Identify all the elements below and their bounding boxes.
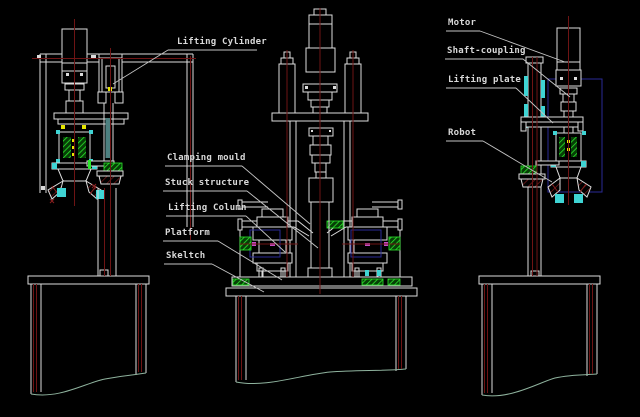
callout-lifting-plate: Lifting plate [448,75,522,85]
gripper-left [47,168,105,204]
lifting-plate-part [520,116,584,135]
bench-left [27,275,150,396]
left-side-view [27,19,196,396]
callout-leaders [112,30,571,293]
leader-lifting-column [166,215,286,253]
robot-gripper-right [547,166,592,203]
leader-skeltch [164,263,265,293]
callout-stuck-structure: Stuck structure [165,178,250,188]
callout-motor: Motor [448,18,477,28]
bearing-unit-left [237,199,293,278]
spindle-shaft [308,127,334,179]
frame-columns [239,121,401,277]
lifting-cylinder-part [86,53,124,169]
leader-clamping-mould [165,165,311,225]
callout-platform: Platform [165,228,210,238]
front-view [225,8,418,385]
bench-middle [225,287,418,385]
leader-shaft-coupling [445,58,571,98]
platform-part [231,276,413,287]
leader-lifting-plate [446,87,554,124]
leader-stuck-structure [163,190,319,249]
centerlines-middle [238,8,402,380]
bench-right [478,275,601,397]
centerlines-left [32,19,196,392]
leader-platform [163,240,283,281]
bearing-unit-right [347,199,403,278]
callout-shaft-coupling: Shaft-coupling [447,46,526,56]
callout-skeltch: Skeltch [166,251,206,261]
leader-motor [446,30,566,63]
callout-clamping-mould: Clamping mould [167,153,246,163]
centerlines-right [484,16,593,393]
callout-lifting-cylinder: Lifting Cylinder [177,37,267,47]
callout-robot: Robot [448,128,477,138]
leader-robot [446,140,553,183]
clamping-mould-part [308,177,334,203]
callout-lifting-column: Lifting Column [168,203,247,213]
leader-lifting-cylinder [112,49,257,85]
